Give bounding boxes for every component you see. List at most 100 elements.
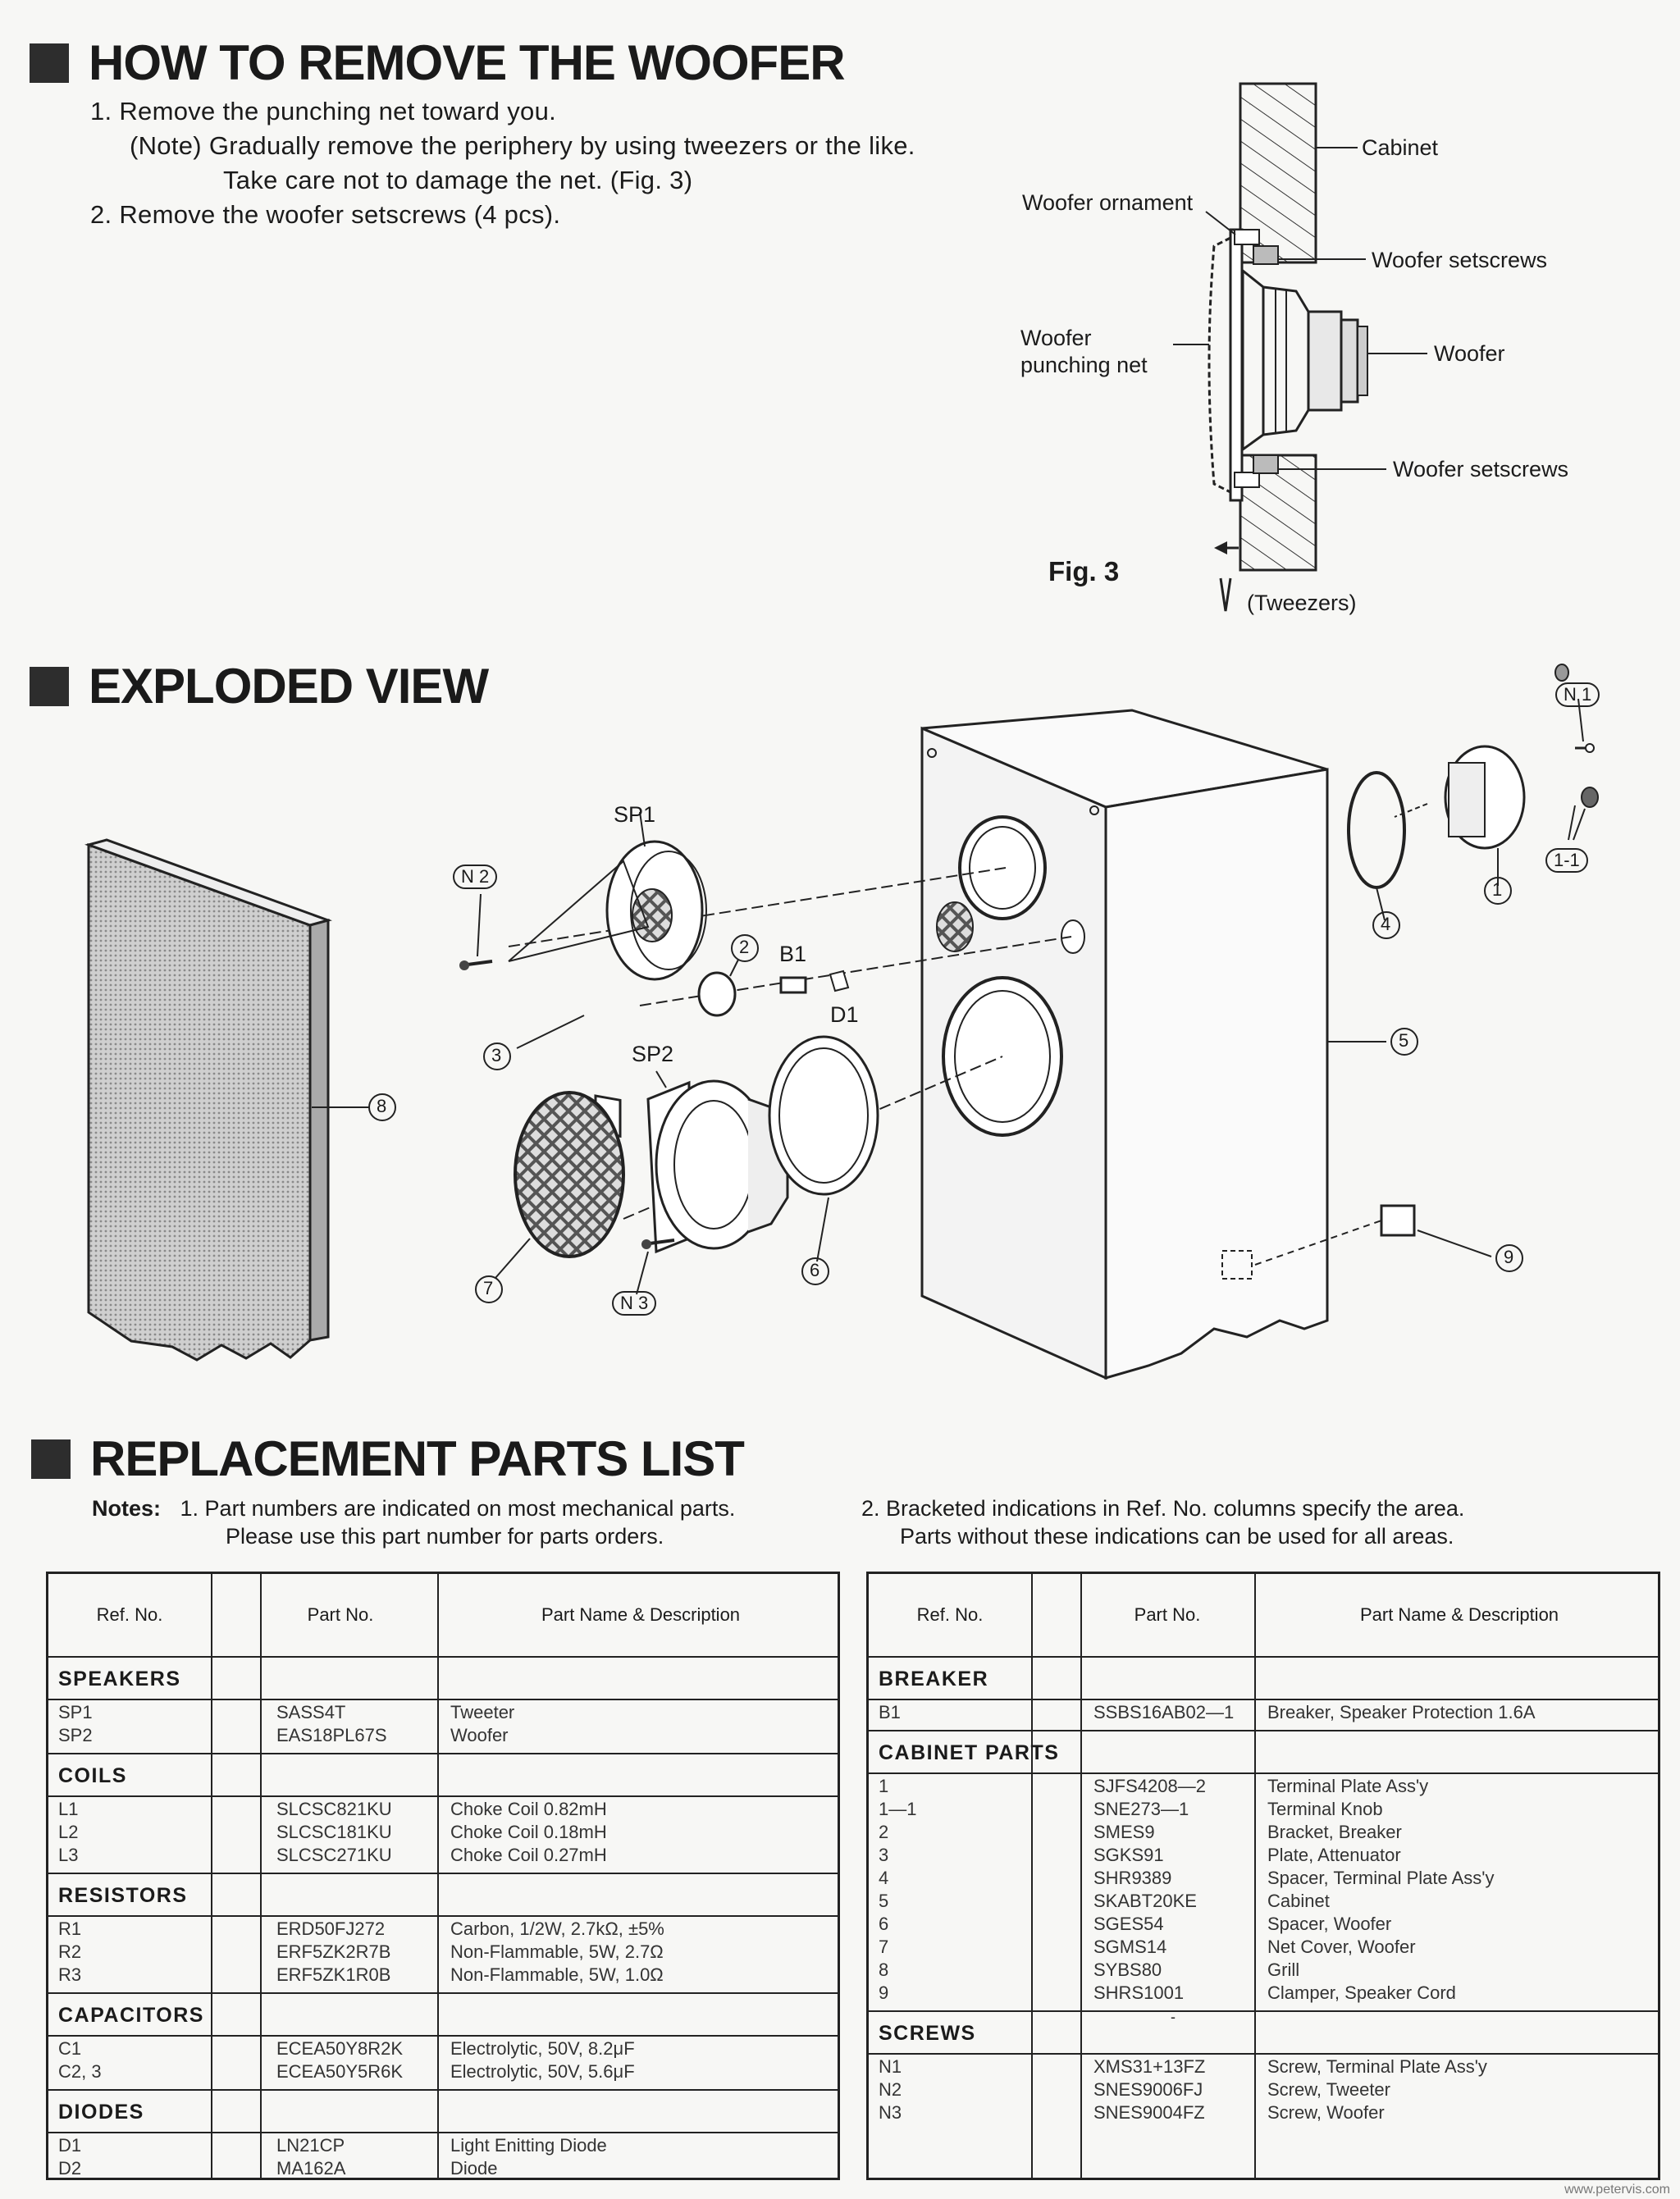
group-title: RESISTORS bbox=[58, 1884, 188, 1907]
fig3-ornament-label: Woofer ornament bbox=[1022, 190, 1194, 215]
cell-desc: Bracket, Breaker bbox=[1267, 1822, 1402, 1842]
tweeter-sp1 bbox=[605, 840, 707, 981]
fig3-net-label-2: punching net bbox=[1020, 353, 1148, 377]
heading-square-icon bbox=[31, 1439, 71, 1479]
fig3-setscrews-top-label: Woofer setscrews bbox=[1372, 248, 1548, 272]
header-ref: Ref. No. bbox=[96, 1604, 163, 1625]
cell-part: SNE273—1 bbox=[1093, 1799, 1189, 1819]
cell-ref: 2 bbox=[879, 1822, 889, 1842]
fig3-caption: Fig. 3 bbox=[1048, 556, 1120, 586]
label-callout-2: 2 bbox=[739, 937, 750, 957]
cell-desc: Carbon, 1/2W, 2.7kΩ, ±5% bbox=[450, 1918, 664, 1939]
fig3-cabinet-label: Cabinet bbox=[1362, 135, 1439, 160]
group-title: COILS bbox=[58, 1764, 127, 1787]
cell-part: SMES9 bbox=[1093, 1822, 1155, 1842]
group-title: DIODES bbox=[58, 2101, 144, 2124]
cell-part: ECEA50Y5R6K bbox=[276, 2061, 404, 2082]
cell-ref: 8 bbox=[879, 1959, 889, 1980]
cell-part: ERF5ZK1R0B bbox=[276, 1964, 391, 1985]
label-1-1: 1-1 bbox=[1545, 848, 1588, 873]
cell-desc: Electrolytic, 50V, 5.6μF bbox=[450, 2061, 635, 2082]
cell-part: SHR9389 bbox=[1093, 1868, 1172, 1888]
watermark: www.petervis.com bbox=[1564, 2183, 1670, 2197]
cell-desc: Spacer, Woofer bbox=[1267, 1914, 1392, 1934]
cell-ref: 4 bbox=[879, 1868, 889, 1888]
cell-desc: Breaker, Speaker Protection 1.6A bbox=[1267, 1702, 1536, 1722]
cell-part: SNES9004FZ bbox=[1093, 2102, 1205, 2123]
cell-ref: L3 bbox=[58, 1845, 79, 1865]
label-sp2: SP2 bbox=[632, 1042, 674, 1066]
header-part: Part No. bbox=[307, 1604, 374, 1625]
parts-section-title: REPLACEMENT PARTS LIST bbox=[90, 1431, 745, 1486]
cell-part: SASS4T bbox=[276, 1702, 346, 1722]
cell-ref: 9 bbox=[879, 1982, 889, 2003]
cell-part: ERD50FJ272 bbox=[276, 1918, 386, 1939]
cell-ref: B1 bbox=[879, 1702, 901, 1722]
cell-ref: R2 bbox=[58, 1941, 82, 1962]
cabinet-body bbox=[920, 709, 1329, 1380]
cell-desc: Choke Coil 0.27mH bbox=[450, 1845, 607, 1865]
step-1: 1. Remove the punching net toward you. bbox=[90, 97, 557, 125]
header-desc: Part Name & Description bbox=[1359, 1604, 1559, 1625]
cell-part: LN21CP bbox=[276, 2135, 345, 2156]
cell-ref: L1 bbox=[58, 1799, 79, 1819]
cell-desc: Terminal Knob bbox=[1267, 1799, 1383, 1819]
stray-mark: - bbox=[1171, 2009, 1176, 2025]
label-callout-4: 4 bbox=[1381, 914, 1391, 934]
label-b1: B1 bbox=[779, 942, 807, 966]
exploded-section-heading: EXPLODED VIEW bbox=[30, 658, 489, 714]
group-title: SCREWS bbox=[879, 2022, 976, 2045]
parts-section-heading: REPLACEMENT PARTS LIST bbox=[31, 1430, 745, 1487]
label-callout-6: 6 bbox=[810, 1260, 820, 1280]
cell-part: SSBS16AB02—1 bbox=[1093, 1702, 1235, 1722]
label-callout-3: 3 bbox=[491, 1045, 502, 1065]
cell-desc: Non-Flammable, 5W, 1.0Ω bbox=[450, 1964, 664, 1985]
table-row: L3 SLCSC271KU Choke Coil 0.27mH bbox=[48, 1845, 838, 1868]
cell-ref: SP1 bbox=[58, 1702, 93, 1722]
label-callout-9: 9 bbox=[1504, 1247, 1514, 1267]
heading-square-icon bbox=[30, 43, 69, 83]
cell-ref: N1 bbox=[879, 2056, 902, 2077]
step-2: 2. Remove the woofer setscrews (4 pcs). bbox=[90, 200, 561, 229]
label-callout-5: 5 bbox=[1399, 1030, 1409, 1051]
cell-part: XMS31+13FZ bbox=[1093, 2056, 1206, 2077]
cell-part: SGKS91 bbox=[1093, 1845, 1164, 1865]
cell-desc: Spacer, Terminal Plate Ass'y bbox=[1267, 1868, 1495, 1888]
cell-desc: Cabinet bbox=[1267, 1891, 1330, 1911]
fig3-tweezers-label: (Tweezers) bbox=[1247, 591, 1357, 615]
cell-ref: 6 bbox=[879, 1914, 889, 1934]
cell-part: SLCSC271KU bbox=[276, 1845, 392, 1865]
parts-table-left: Ref. No. Part No. Part Name & Descriptio… bbox=[46, 1572, 840, 2180]
parts-table-right: Ref. No. Part No. Part Name & Descriptio… bbox=[866, 1572, 1660, 2180]
cell-part: SKABT20KE bbox=[1093, 1891, 1197, 1911]
cell-part: SJFS4208—2 bbox=[1093, 1776, 1206, 1796]
fig3-net-label-1: Woofer bbox=[1020, 326, 1092, 350]
cell-desc: Choke Coil 0.82mH bbox=[450, 1799, 607, 1819]
cell-part: SGES54 bbox=[1093, 1914, 1164, 1934]
woofer-sp2 bbox=[646, 1035, 879, 1254]
cell-part: SYBS80 bbox=[1093, 1959, 1162, 1980]
heading-square-icon bbox=[30, 666, 69, 706]
label-d1: D1 bbox=[830, 1002, 859, 1027]
parts-notes-left: Notes: 1. Part numbers are indicated on … bbox=[92, 1494, 735, 1523]
exploded-view-diagram bbox=[84, 664, 1599, 1380]
table-header: Ref. No. Part No. Part Name & Descriptio… bbox=[869, 1574, 1658, 1658]
cell-part: SGMS14 bbox=[1093, 1937, 1167, 1957]
cell-desc: Screw, Woofer bbox=[1267, 2102, 1385, 2123]
group-title: BREAKER bbox=[879, 1667, 989, 1690]
note-2-line-1: 2. Bracketed indications in Ref. No. col… bbox=[861, 1496, 1465, 1521]
cell-desc: Light Enitting Diode bbox=[450, 2135, 607, 2156]
